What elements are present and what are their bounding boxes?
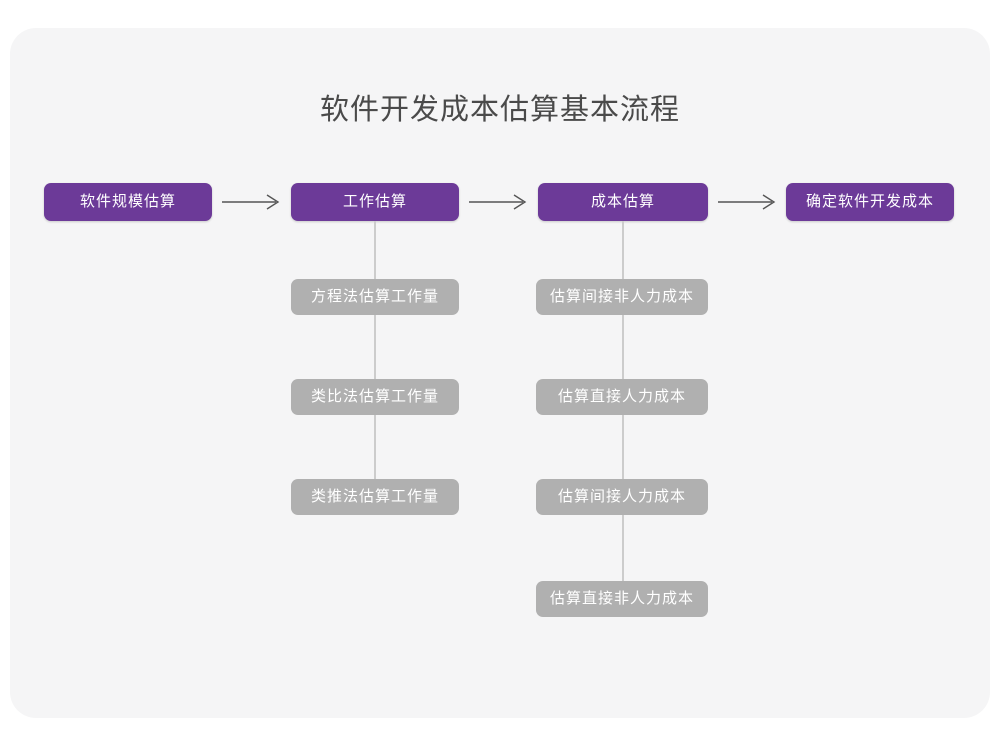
substep-cost-direct-nonlabor[interactable]: 估算直接非人力成本 xyxy=(536,581,708,617)
substep-cost-indirect-nonlabor[interactable]: 估算间接非人力成本 xyxy=(536,279,708,315)
stage-node-determine-development-cost[interactable]: 确定软件开发成本 xyxy=(786,183,954,221)
arrow-right-icon xyxy=(718,193,780,211)
stage-node-software-scale-estimation[interactable]: 软件规模估算 xyxy=(44,183,212,221)
substep-work-equation-method[interactable]: 方程法估算工作量 xyxy=(291,279,459,315)
substep-work-inference-method[interactable]: 类推法估算工作量 xyxy=(291,479,459,515)
connector-line-work xyxy=(374,221,376,479)
arrow-right-icon xyxy=(222,193,284,211)
arrow-right-icon xyxy=(469,193,531,211)
substep-work-analogy-method[interactable]: 类比法估算工作量 xyxy=(291,379,459,415)
substep-cost-direct-labor[interactable]: 估算直接人力成本 xyxy=(536,379,708,415)
substep-cost-indirect-labor[interactable]: 估算间接人力成本 xyxy=(536,479,708,515)
stage-node-work-estimation[interactable]: 工作估算 xyxy=(291,183,459,221)
stage-node-cost-estimation[interactable]: 成本估算 xyxy=(538,183,708,221)
page-title: 软件开发成本估算基本流程 xyxy=(319,94,680,126)
diagram-card xyxy=(10,28,990,718)
